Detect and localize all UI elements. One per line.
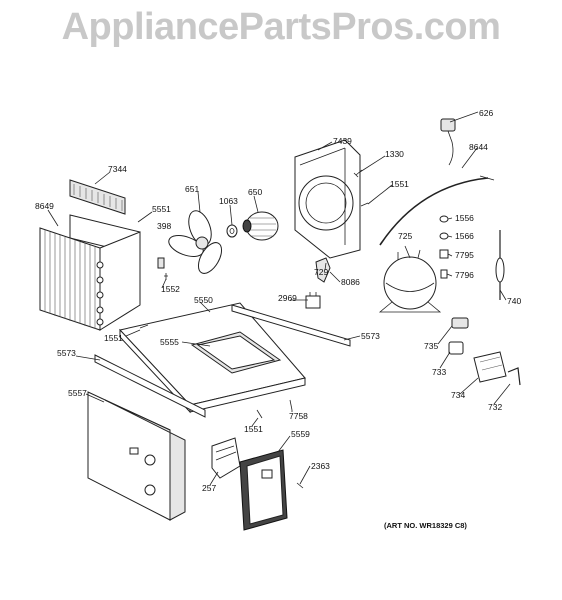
part-label-651: 651 [185,184,200,194]
relay-735 [451,317,469,329]
part-label-1330: 1330 [385,149,404,159]
capacitor-2969 [305,292,321,309]
sleeve-7795 [439,249,449,259]
capillary-740 [495,230,505,300]
part-label-7344: 7344 [108,164,127,174]
part-label-650: 650 [248,187,263,197]
compressor-725 [378,249,442,313]
screw-1551 [360,202,369,207]
part-label-732: 732 [488,402,503,412]
part-label-1552: 1552 [161,284,180,294]
screw-1330 [353,169,363,178]
part-label-626: 626 [479,108,494,118]
washer-1063 [226,224,238,238]
part-label-1551-a: 1551 [390,179,409,189]
part-label-729: 729 [314,267,329,277]
part-label-734: 734 [451,390,466,400]
bracket-8086 [315,257,331,283]
part-label-5555: 5555 [160,337,179,347]
part-label-1063: 1063 [219,196,238,206]
part-label-735: 735 [424,341,439,351]
screw-1551-control [256,409,263,419]
part-label-733: 733 [432,367,447,377]
part-label-740: 740 [507,296,522,306]
clip-732 [507,367,521,386]
clip-398 [157,257,168,280]
part-label-7796: 7796 [455,270,474,280]
fan-motor-650 [242,211,279,241]
fan-shroud-7439 [294,139,361,259]
part-label-8086: 8086 [341,277,360,287]
tubing-8644 [379,177,489,246]
part-label-1551-b: 1551 [104,333,123,343]
panel-5557 [87,391,186,521]
control-257 [211,437,241,479]
part-label-5573-b: 5573 [57,348,76,358]
part-label-257: 257 [202,483,217,493]
condenser-coil-8649 [39,214,141,331]
part-label-5557: 5557 [68,388,87,398]
part-label-725: 725 [398,231,413,241]
part-label-5551: 5551 [152,204,171,214]
overload-626 [440,118,456,166]
grommet-1566 [439,232,449,240]
screw-2363 [296,482,304,489]
part-label-398: 398 [157,221,172,231]
filter-strip-7344 [69,179,126,215]
part-label-7795: 7795 [455,250,474,260]
art-number: (ART NO. WR18329 C8) [384,521,467,530]
part-label-8644: 8644 [469,142,488,152]
panel-5559 [239,449,288,531]
part-label-5559: 5559 [291,429,310,439]
watermark: AppliancePartsPros.com [61,6,501,48]
part-label-2363: 2363 [311,461,330,471]
part-label-7758: 7758 [289,411,308,421]
part-label-7439: 7439 [333,136,352,146]
rail-5573-right [231,304,351,347]
fan-blade-651 [168,210,223,274]
cover-734 [473,351,507,383]
tubing-8644-end [479,175,495,181]
rail-5573-left [94,354,206,418]
part-label-1551-c: 1551 [244,424,263,434]
part-label-1556: 1556 [455,213,474,223]
part-label-1566: 1566 [455,231,474,241]
part-label-5550: 5550 [194,295,213,305]
leader-lines [47,111,511,486]
screw-1551-pan [139,324,149,329]
tray-5555 [190,331,282,374]
part-label-2969: 2969 [278,293,297,303]
overload-733 [448,341,464,355]
sleeve-7796 [440,269,448,279]
grommet-1556 [439,215,449,223]
part-label-8649: 8649 [35,201,54,211]
part-label-5573-a: 5573 [361,331,380,341]
screw-7758 [289,399,293,411]
